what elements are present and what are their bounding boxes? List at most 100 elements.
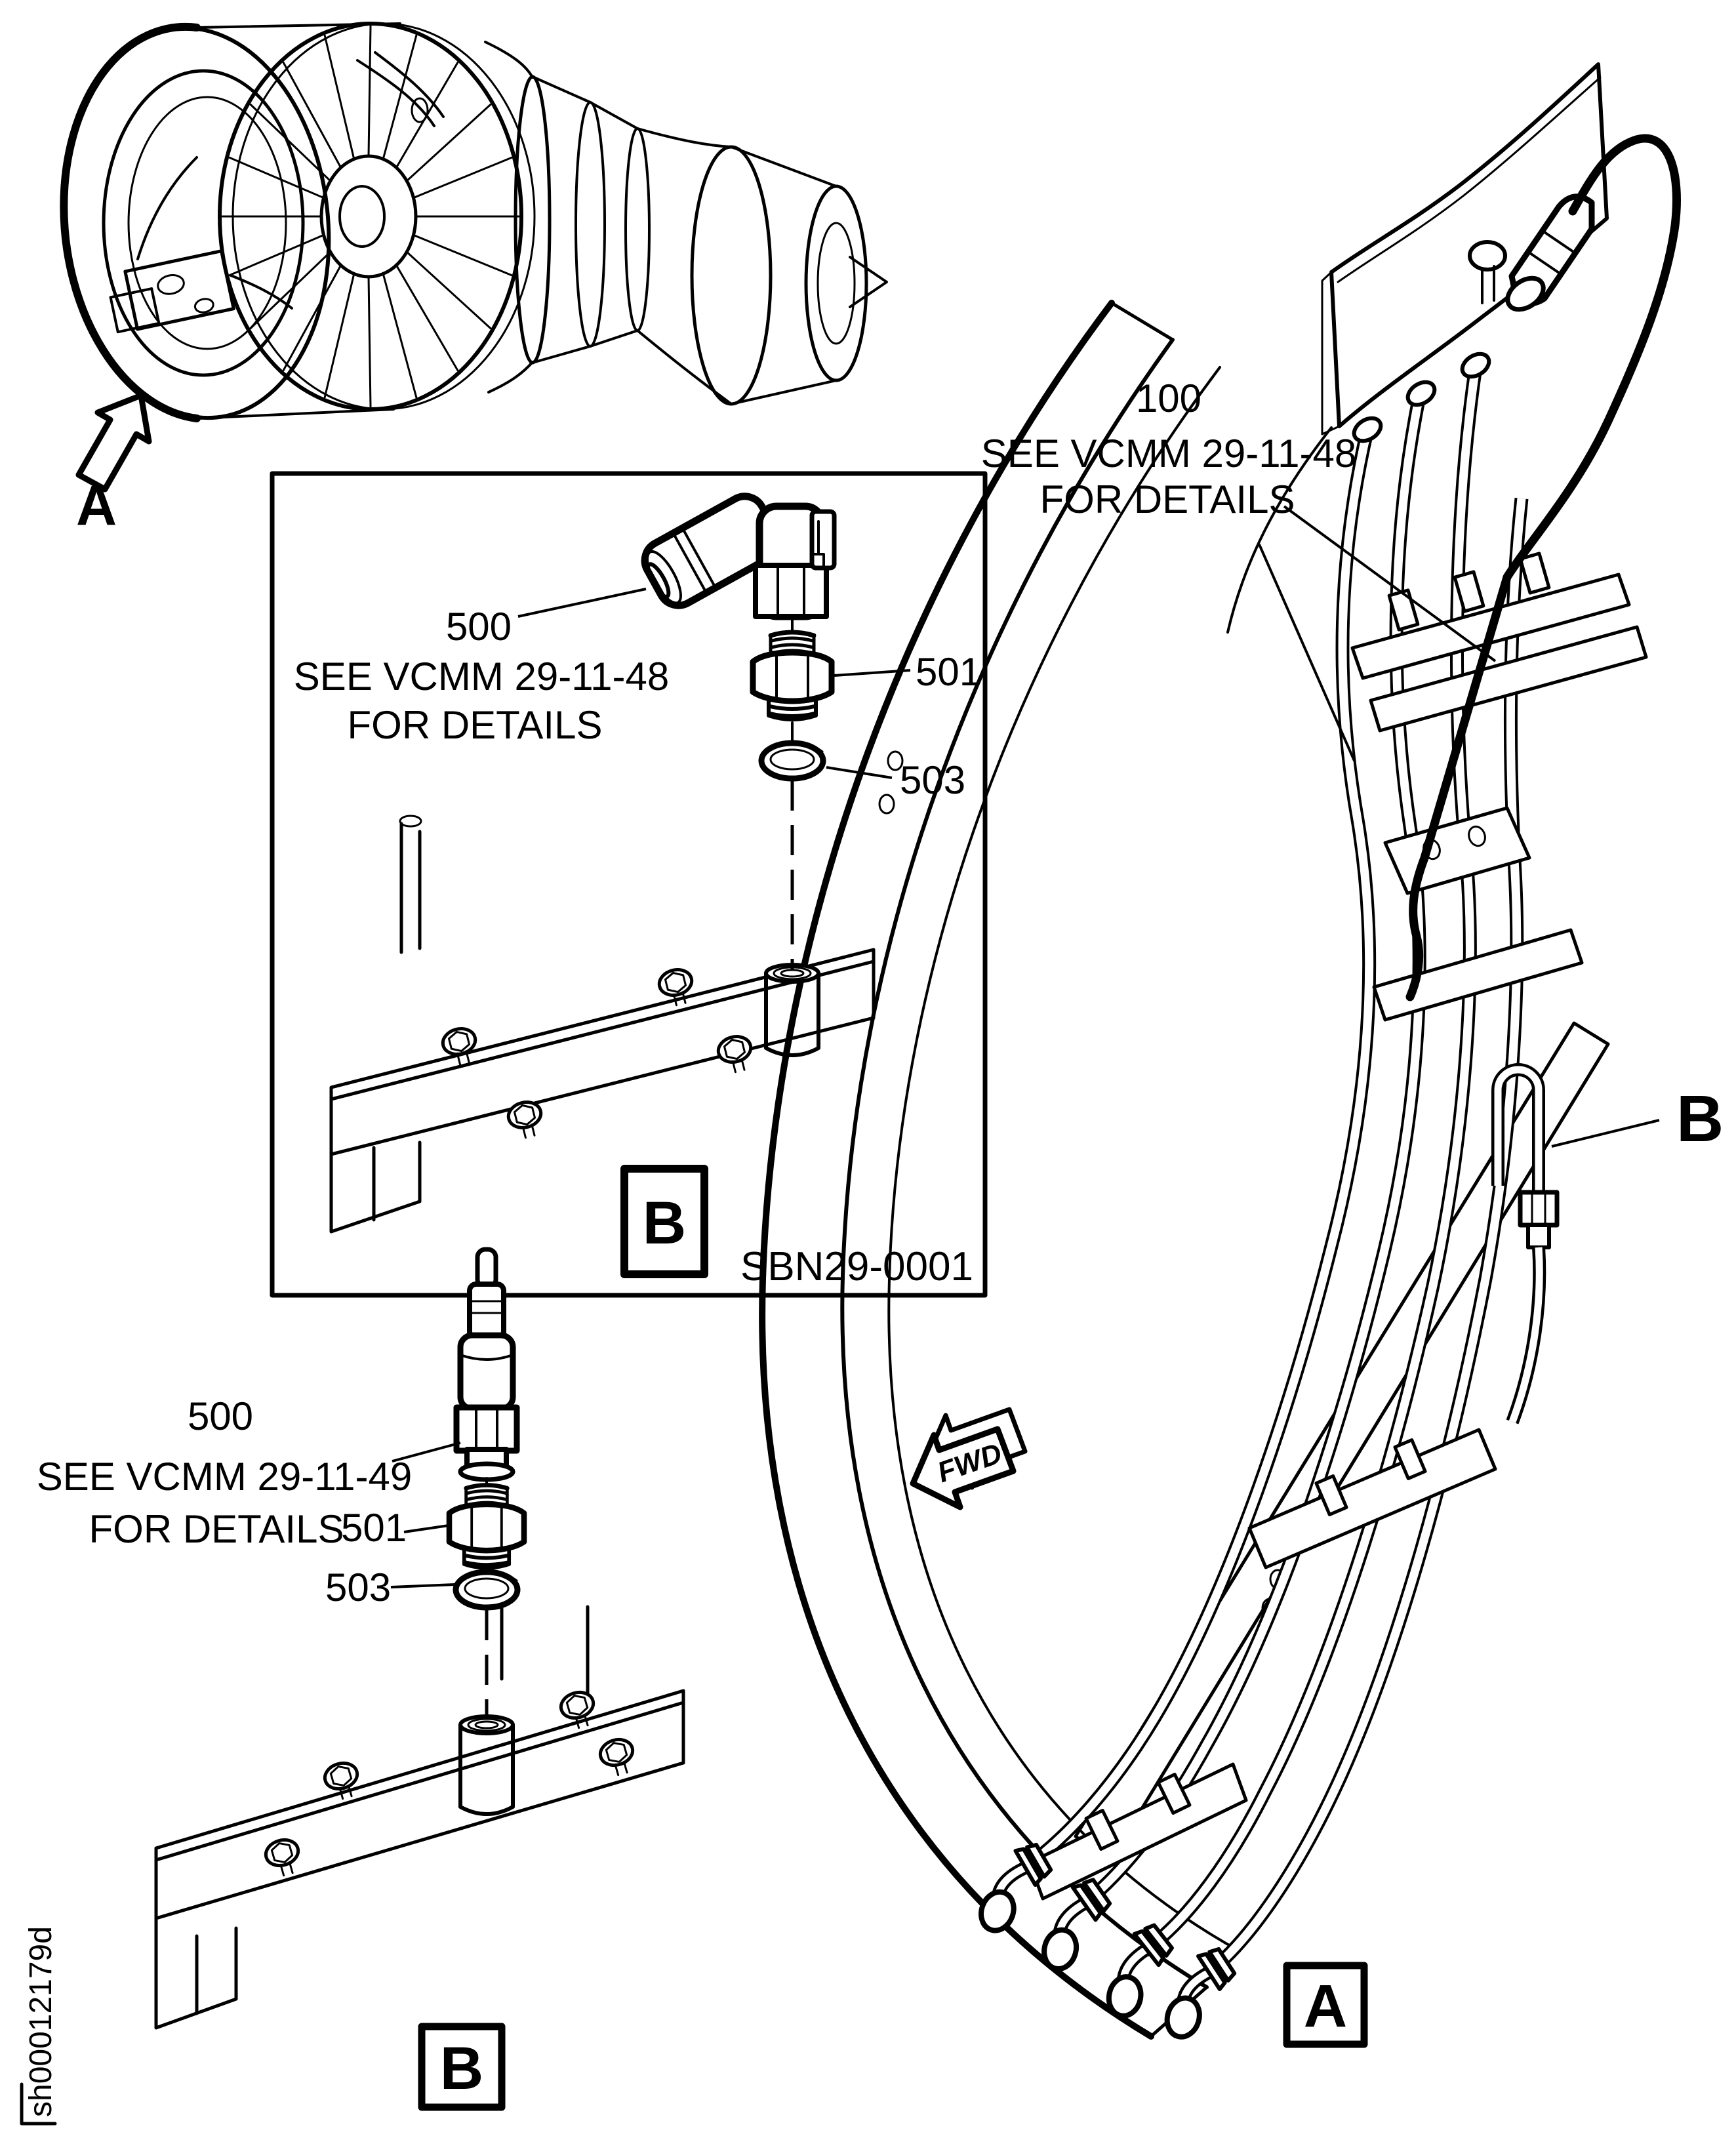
lower-b-frame (418, 2023, 506, 2111)
sheet-code-block: sh00012179d (20, 1926, 58, 2126)
callout-503-number: 503 (900, 758, 965, 802)
nozzle-front (690, 145, 773, 406)
bracket-bolt (263, 1836, 304, 1879)
u-loop-stub (1526, 1223, 1551, 1249)
plate-hole (1468, 825, 1486, 847)
callout-500-number: 500 (446, 605, 512, 649)
detail-box-callouts: 500 SEE VCMM 29-11-48 FOR DETAILS 501 50… (294, 588, 981, 802)
panel-face (1329, 62, 1609, 428)
callout-501-number: 501 (341, 1506, 407, 1550)
case-band-3 (624, 127, 651, 332)
hose-elbow-fitting (1015, 1876, 1129, 1984)
bracket-rail (154, 1605, 685, 2030)
oring-503-illustration (761, 743, 823, 778)
callout-100-number: 100 (1136, 376, 1201, 420)
case-outer-arc (759, 300, 1154, 2040)
drawing-ref: SBN29-0001 (740, 1244, 973, 1289)
panel-hex-plug (1468, 240, 1507, 304)
callout-500-note-line1: SEE VCMM 29-11-49 (37, 1455, 412, 1499)
case-band-2 (575, 101, 606, 348)
probe-hex-facets (475, 1409, 498, 1449)
oring-503-illustration (456, 1572, 517, 1607)
callout-503-number: 503 (325, 1565, 391, 1609)
probe-barrel (457, 1332, 516, 1412)
fan-hub (319, 154, 418, 279)
detail-b-frame (620, 1165, 708, 1278)
view-a-framed-label: A (1283, 1962, 1368, 2048)
view-a-arrow-label: A (76, 474, 117, 537)
connector-bands (1527, 230, 1577, 275)
boss-thread-2 (474, 1720, 499, 1729)
b-pointer-label: B (1676, 1082, 1724, 1156)
plug-head (1468, 240, 1507, 272)
sensor-nose-tip (645, 562, 671, 599)
bracket-post-cap (399, 815, 422, 828)
view-a-letter: A (1304, 1973, 1347, 2040)
sensor-500-probe-illustration (453, 1247, 520, 1482)
boss-thread-2 (780, 969, 805, 978)
b-pointer-leader (1551, 1119, 1660, 1148)
mount-panel-illustration (1321, 62, 1609, 435)
tube-4 (1202, 497, 1529, 1980)
long-support-rail (1074, 1021, 1610, 1863)
u-loop-tube (1491, 1063, 1560, 1424)
plug-stem (1481, 265, 1495, 304)
bracket-bolt (597, 1736, 639, 1779)
callout-100-leader-lines (1258, 505, 1497, 761)
pipe-clamp (411, 97, 429, 123)
tube-clamp (1314, 1474, 1348, 1516)
probe-connector-bands (468, 1300, 505, 1314)
connector-nut (1505, 275, 1546, 312)
intake-heavy-edge (60, 22, 201, 422)
external-plumbing (136, 51, 445, 310)
tube-3 (1140, 366, 1483, 1957)
panel-edges (1321, 76, 1602, 435)
u-loop-hex-fitting (1518, 1190, 1560, 1228)
callout-500-number: 500 (188, 1394, 253, 1438)
intake-lip-inner (102, 69, 305, 377)
callout-500-note-line1: SEE VCMM 29-11-48 (294, 655, 669, 698)
accessory-gearbox (109, 249, 235, 334)
bracket-bolt (716, 1034, 756, 1076)
probe-hex (453, 1404, 520, 1454)
tube-fitting (1352, 416, 1383, 443)
callout-100-note-line1: SEE VCMM 29-11-48 (981, 432, 1356, 475)
case-flange-arc (887, 366, 1241, 1952)
threaded-port-boss (458, 1714, 515, 1816)
case-inner-arc (840, 338, 1209, 1989)
probe-shoulder (459, 1354, 514, 1361)
callout-100: 100 SEE VCMM 29-11-48 FOR DETAILS (981, 376, 1497, 761)
gearbox-unit (109, 287, 161, 334)
bracket-rail (329, 822, 876, 1234)
callout-501-leader (834, 669, 911, 677)
bracket-bolt (440, 1026, 480, 1068)
adapter-501-illustration (753, 632, 832, 719)
fwd-arrow-icon (910, 1426, 1017, 1510)
tube-clamp (1393, 1438, 1427, 1480)
lower-b-letter: B (440, 2035, 483, 2102)
tube-bundle-illustration (1019, 352, 1529, 1980)
callout-500-note-line2: FOR DETAILS (348, 703, 603, 747)
spinner-cone (338, 185, 386, 248)
callout-500-note-line2: FOR DETAILS (89, 1507, 344, 1551)
turbofan-engine-illustration (60, 22, 888, 422)
lower-detail-b: 500 SEE VCMM 29-11-49 FOR DETAILS 501 50… (37, 1247, 685, 2111)
lower-clamp-bar-1 (1247, 1428, 1497, 1569)
detail-box-b: 500 SEE VCMM 29-11-48 FOR DETAILS 501 50… (270, 471, 988, 1298)
exhaust-plug (849, 256, 888, 308)
tube-fitting (1405, 380, 1437, 407)
boss-body (764, 971, 820, 1057)
lower-detail-callouts: 500 SEE VCMM 29-11-49 FOR DETAILS 501 50… (37, 1394, 461, 1609)
intake-duct (127, 96, 287, 350)
bracket-bolt (506, 1099, 546, 1141)
flange-hole (878, 794, 895, 815)
sensor-hex-facets (777, 567, 805, 616)
callout-500-leader (392, 1442, 461, 1463)
sensor-hex-band (753, 563, 829, 619)
detail-b-pointer: B (1551, 1082, 1724, 1156)
fwd-direction-arrow: FWD (910, 1407, 1028, 1510)
core-contours (531, 75, 639, 364)
callout-100-note-line2: FOR DETAILS (1040, 477, 1295, 521)
sensor-key-slot (811, 520, 825, 569)
callout-501-number: 501 (916, 650, 981, 694)
